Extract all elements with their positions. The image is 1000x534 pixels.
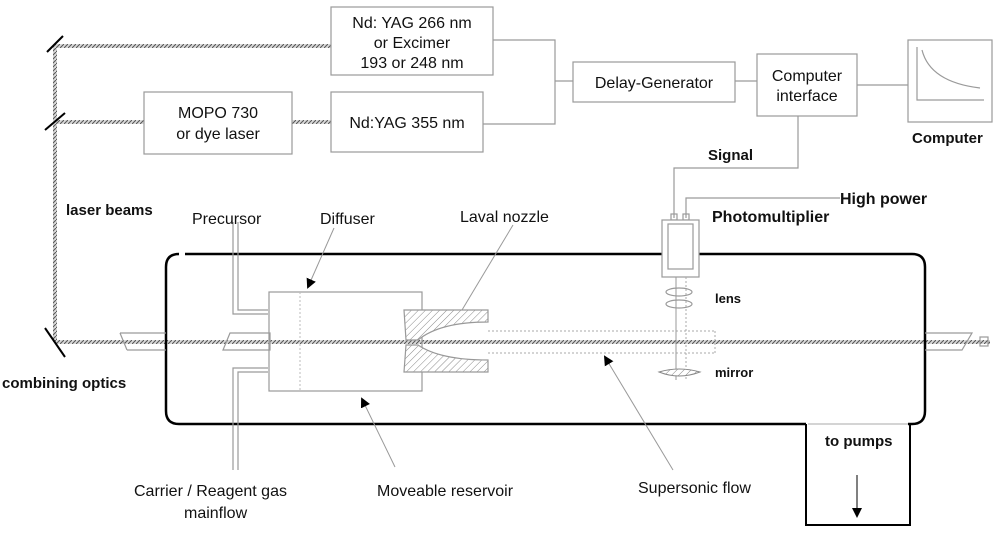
supersonic-flow-label: Supersonic flow <box>638 480 751 497</box>
mainflow-label: mainflow <box>184 505 248 522</box>
box-text-line: or Excimer <box>374 35 451 52</box>
box-text-line: Nd:YAG 355 nm <box>349 115 464 132</box>
plot-axes-icon <box>916 47 984 101</box>
laser-beam-paths <box>53 44 990 344</box>
precursor-inlet-line <box>232 222 268 315</box>
exit-window <box>925 332 974 351</box>
supersonic-flow-pointer <box>603 355 674 471</box>
laser-ndyag266-box: Nd: YAG 266 nm or Excimer 193 or 248 nm <box>330 6 494 76</box>
vacuum-chamber <box>164 252 927 426</box>
beam-dump-icon <box>979 336 989 347</box>
mirror-label: mirror <box>715 365 753 380</box>
signal-wires <box>483 39 908 218</box>
mopo-dye-laser-box: MOPO 730 or dye laser <box>143 91 293 155</box>
carrier-gas-inlet-line <box>232 367 268 470</box>
diffuser-label: Diffuser <box>320 211 376 228</box>
lens-label: lens <box>715 291 741 306</box>
box-text-line: Delay-Generator <box>595 75 714 92</box>
supersonic-flow-region <box>488 330 716 354</box>
laser-beams-label: laser beams <box>66 202 153 219</box>
inner-window <box>222 332 271 351</box>
box-text-line: Nd: YAG 266 nm <box>352 15 471 32</box>
reservoir-pointer <box>360 397 396 468</box>
lens-upper-icon <box>665 287 693 297</box>
combining-optics-label: combining optics <box>2 375 126 392</box>
computer-interface-box: Computer interface <box>756 53 858 117</box>
laval-nozzle <box>403 309 489 373</box>
high-power-label: High power <box>840 191 927 208</box>
diffuser-pointer <box>306 227 335 289</box>
carrier-gas-label: Carrier / Reagent gas <box>134 483 287 500</box>
box-text-line: or dye laser <box>176 126 260 143</box>
computer-label: Computer <box>912 130 983 147</box>
signal-label: Signal <box>708 147 753 164</box>
precursor-label: Precursor <box>192 211 262 228</box>
photomultiplier-label: Photomultiplier <box>712 209 829 226</box>
to-pumps-label: to pumps <box>825 433 893 450</box>
moveable-reservoir-label: Moveable reservoir <box>377 483 514 500</box>
photomultiplier-tube <box>661 213 700 278</box>
to-pumps-outlet: to pumps <box>805 423 911 526</box>
entrance-window <box>119 332 166 351</box>
box-text-line: Computer <box>772 68 843 85</box>
delay-generator-box: Delay-Generator <box>572 61 736 103</box>
box-text-line: MOPO 730 <box>178 105 258 122</box>
box-text-line: interface <box>776 88 837 105</box>
mirror-upper-icon <box>46 35 64 53</box>
mirror-lower-icon <box>44 112 66 131</box>
combining-optics-icon <box>44 327 66 358</box>
decay-curve-icon <box>921 49 981 89</box>
box-text-line: 193 or 248 nm <box>360 55 463 72</box>
mirror-icon <box>657 368 702 377</box>
laval-nozzle-pointer <box>461 224 514 311</box>
laser-ndyag355-box: Nd:YAG 355 nm <box>330 91 484 153</box>
lens-lower-icon <box>665 299 693 309</box>
laval-nozzle-label: Laval nozzle <box>460 209 549 226</box>
moveable-reservoir <box>268 291 423 392</box>
computer-monitor: Computer <box>907 39 993 147</box>
